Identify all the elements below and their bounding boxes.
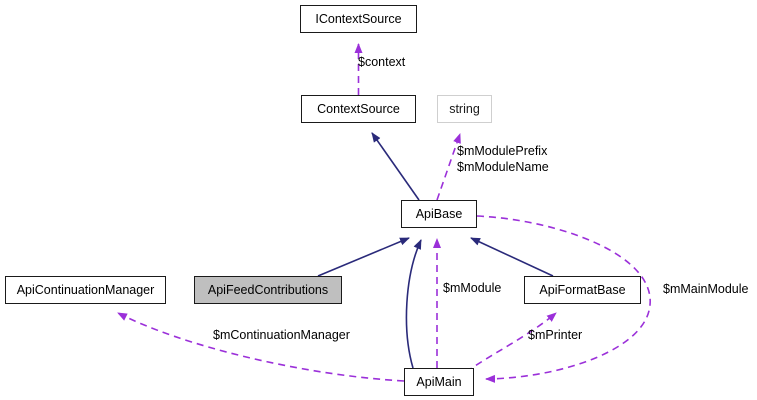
edge-apimain-apibase-inherit [405,239,422,369]
node-label: ApiContinuationManager [16,282,155,297]
edge-label-mmodule: $mModule [443,281,502,295]
edge-mcontinuationmanager [117,312,405,382]
edge-apiformatbase-apibase [470,237,554,277]
node-apifeedcontributions[interactable]: ApiFeedContributions [194,276,342,304]
node-string[interactable]: string [437,95,492,123]
edge-apibase-contextsource [371,132,420,201]
node-apicontinuationmanager[interactable]: ApiContinuationManager [5,276,166,304]
node-apiformatbase[interactable]: ApiFormatBase [524,276,641,304]
edge-label-mmoduleprefix: $mModulePrefix [457,144,548,158]
node-apimain[interactable]: ApiMain [404,368,474,396]
edge-label-mmainmodule: $mMainModule [663,282,749,296]
node-label: IContextSource [315,11,402,26]
node-label: string [449,101,480,116]
edge-label-mcontinuationmanager: $mContinuationManager [213,328,350,342]
node-label: ApiBase [415,206,463,221]
edge-apifeedcontributions-apibase [317,237,410,277]
edge-label-mmodulename: $mModuleName [457,160,549,174]
edge-mprinter [465,312,557,373]
node-label: ContextSource [317,101,400,116]
node-contextsource[interactable]: ContextSource [301,95,416,123]
node-label: ApiFormatBase [539,282,626,297]
node-apibase[interactable]: ApiBase [401,200,477,228]
node-label: ApiFeedContributions [207,282,329,297]
node-icontextsource[interactable]: IContextSource [300,5,417,33]
node-label: ApiMain [416,374,462,389]
edge-mmainmodule [476,215,651,383]
edge-label-context: $context [358,55,406,69]
edge-label-mprinter: $mPrinter [528,328,583,342]
